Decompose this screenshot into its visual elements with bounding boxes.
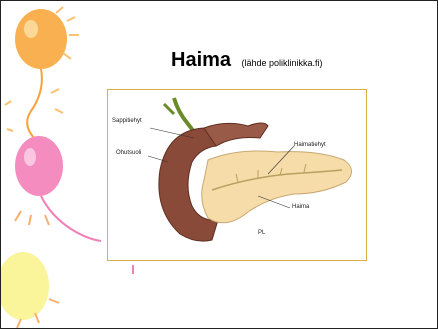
pancreas-illustration bbox=[108, 90, 366, 260]
pink-balloon-icon bbox=[15, 136, 101, 241]
label-haima: Haima bbox=[292, 204, 309, 210]
balloons-decoration bbox=[1, 1, 111, 328]
decorative-dash bbox=[132, 265, 134, 274]
orange-balloon-icon bbox=[15, 7, 79, 141]
label-corner: PL bbox=[258, 230, 265, 236]
label-ohutsuoli: Ohutsuoli bbox=[116, 150, 141, 156]
pancreas-figure: Sappitiehyt Ohutsuoli Haimatiehyt Haima … bbox=[107, 89, 367, 261]
source-text: (lähde poliklinikka.fi) bbox=[241, 58, 322, 68]
yellow-balloon-icon bbox=[1, 252, 59, 328]
title-text: Haima bbox=[171, 49, 231, 71]
label-haimatiehyt: Haimatiehyt bbox=[294, 142, 326, 148]
label-sappitiehyt: Sappitiehyt bbox=[112, 118, 142, 124]
slide-title: Haima (lähde poliklinikka.fi) bbox=[171, 49, 323, 72]
